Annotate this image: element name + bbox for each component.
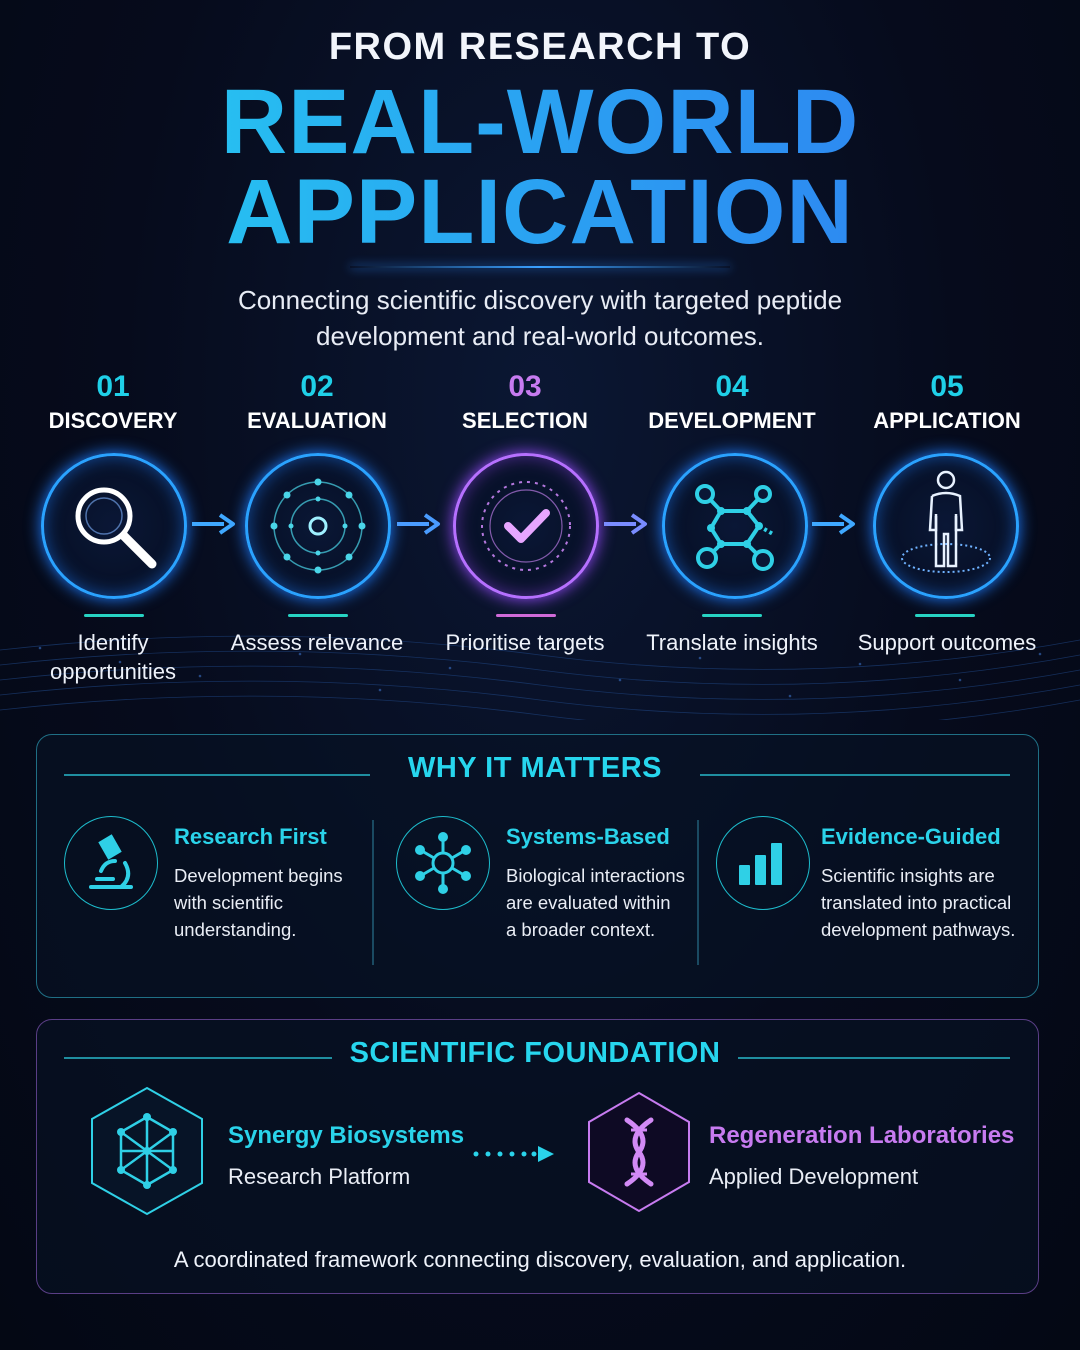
- why-it-matters-title: WHY IT MATTERS: [407, 752, 663, 784]
- network-icon: [695, 484, 774, 571]
- why-text-line: Biological interactions: [506, 865, 685, 886]
- why-rule-right: [700, 774, 1010, 776]
- application-circle: [873, 453, 1019, 599]
- selection-circle: [453, 453, 599, 599]
- why-text-line: Scientific insights are: [821, 865, 995, 886]
- step-title: DEVELOPMENT: [648, 408, 816, 433]
- scientific-foundation-panel: [36, 1019, 1039, 1294]
- why-item-title: Research First: [174, 824, 327, 849]
- application-underline: [915, 614, 975, 617]
- person-icon: [901, 470, 991, 573]
- why-divider: [697, 820, 699, 965]
- foundation-rule-right: [738, 1057, 1010, 1059]
- step-number: 02: [300, 370, 334, 403]
- header-title-line-2: APPLICATION: [0, 166, 1080, 258]
- step-title: DISCOVERY: [48, 408, 178, 433]
- org-name-regeneration: Regeneration Laboratories: [709, 1122, 1015, 1149]
- step-description: Assess relevance: [230, 630, 404, 655]
- step-number: 04: [715, 370, 749, 403]
- development-underline: [702, 614, 762, 617]
- why-icon-circle: [716, 816, 810, 910]
- dotted-arrow-icon: [473, 1146, 554, 1162]
- step-title: APPLICATION: [873, 408, 1021, 433]
- why-it-matters-panel: [36, 734, 1039, 998]
- step-selection: 03 SELECTION: [425, 370, 625, 434]
- step-application: 05 APPLICATION: [847, 370, 1047, 434]
- magnifier-icon: [75, 487, 157, 569]
- why-text-line: understanding.: [174, 919, 297, 940]
- discovery-circle: [41, 453, 187, 599]
- step-discovery: 01 DISCOVERY: [13, 370, 213, 434]
- orbit-icon: [270, 478, 366, 574]
- development-circle: [662, 453, 808, 599]
- why-text-line: are evaluated within: [506, 892, 671, 913]
- why-icon-circle: [396, 816, 490, 910]
- evaluation-circle: [245, 453, 391, 599]
- header-title-line-1: REAL-WORLD: [0, 76, 1080, 168]
- step-title: SELECTION: [462, 408, 588, 433]
- step-evaluation: 02 EVALUATION: [217, 370, 417, 434]
- step-number: 05: [930, 370, 964, 403]
- molecule-icon: [415, 832, 471, 894]
- org-name-synergy: Synergy Biosystems: [228, 1122, 465, 1149]
- checkmark-icon: [481, 481, 571, 571]
- selection-underline: [496, 614, 556, 617]
- foundation-rule-left: [64, 1057, 332, 1059]
- step-title: EVALUATION: [247, 408, 387, 433]
- bar-chart-icon: [739, 843, 782, 885]
- why-item-title: Evidence-Guided: [821, 824, 1001, 849]
- header-subtitle: Connecting scientific discovery with tar…: [237, 285, 843, 351]
- why-text-line: translated into practical: [821, 892, 1012, 913]
- discovery-underline: [84, 614, 144, 617]
- mesh-background: [0, 635, 1080, 720]
- dna-icon: [588, 1091, 690, 1213]
- step-description: Translate insights: [646, 630, 818, 655]
- why-item-text: Scientific insights are translated into …: [821, 862, 1031, 943]
- why-item-text: Development begins with scientific under…: [174, 862, 364, 943]
- org-role-synergy: Research Platform: [228, 1164, 411, 1189]
- why-divider: [372, 820, 374, 965]
- org-role-regeneration: Applied Development: [709, 1164, 919, 1189]
- why-text-line: a broader context.: [506, 919, 656, 940]
- why-text-line: with scientific: [174, 892, 283, 913]
- why-text-line: Development begins: [174, 865, 343, 886]
- arrow-right-icon: [190, 512, 236, 536]
- step-description: Prioritise targets: [445, 630, 605, 655]
- step-development: 04 DEVELOPMENT: [632, 370, 832, 434]
- evaluation-underline: [288, 614, 348, 617]
- microscope-icon: [89, 834, 133, 889]
- polyhedron-icon: [91, 1086, 203, 1216]
- step-number: 03: [508, 370, 542, 403]
- scientific-foundation-title: SCIENTIFIC FOUNDATION: [349, 1037, 721, 1069]
- why-item-title: Systems-Based: [506, 824, 670, 849]
- why-rule-left: [64, 774, 370, 776]
- arrow-right-icon: [602, 512, 648, 536]
- why-item-text: Biological interactions are evaluated wi…: [506, 862, 696, 943]
- header-divider: [350, 266, 730, 268]
- arrow-right-icon: [395, 512, 441, 536]
- foundation-footer: A coordinated framework connecting disco…: [173, 1247, 907, 1272]
- header-top-line: FROM RESEARCH TO: [328, 26, 752, 68]
- why-icon-circle: [64, 816, 158, 910]
- step-number: 01: [96, 370, 130, 403]
- why-text-line: development pathways.: [821, 919, 1016, 940]
- arrow-right-icon: [810, 512, 856, 536]
- step-description: Identify opportunities: [50, 630, 176, 684]
- step-description: Support outcomes: [857, 630, 1037, 655]
